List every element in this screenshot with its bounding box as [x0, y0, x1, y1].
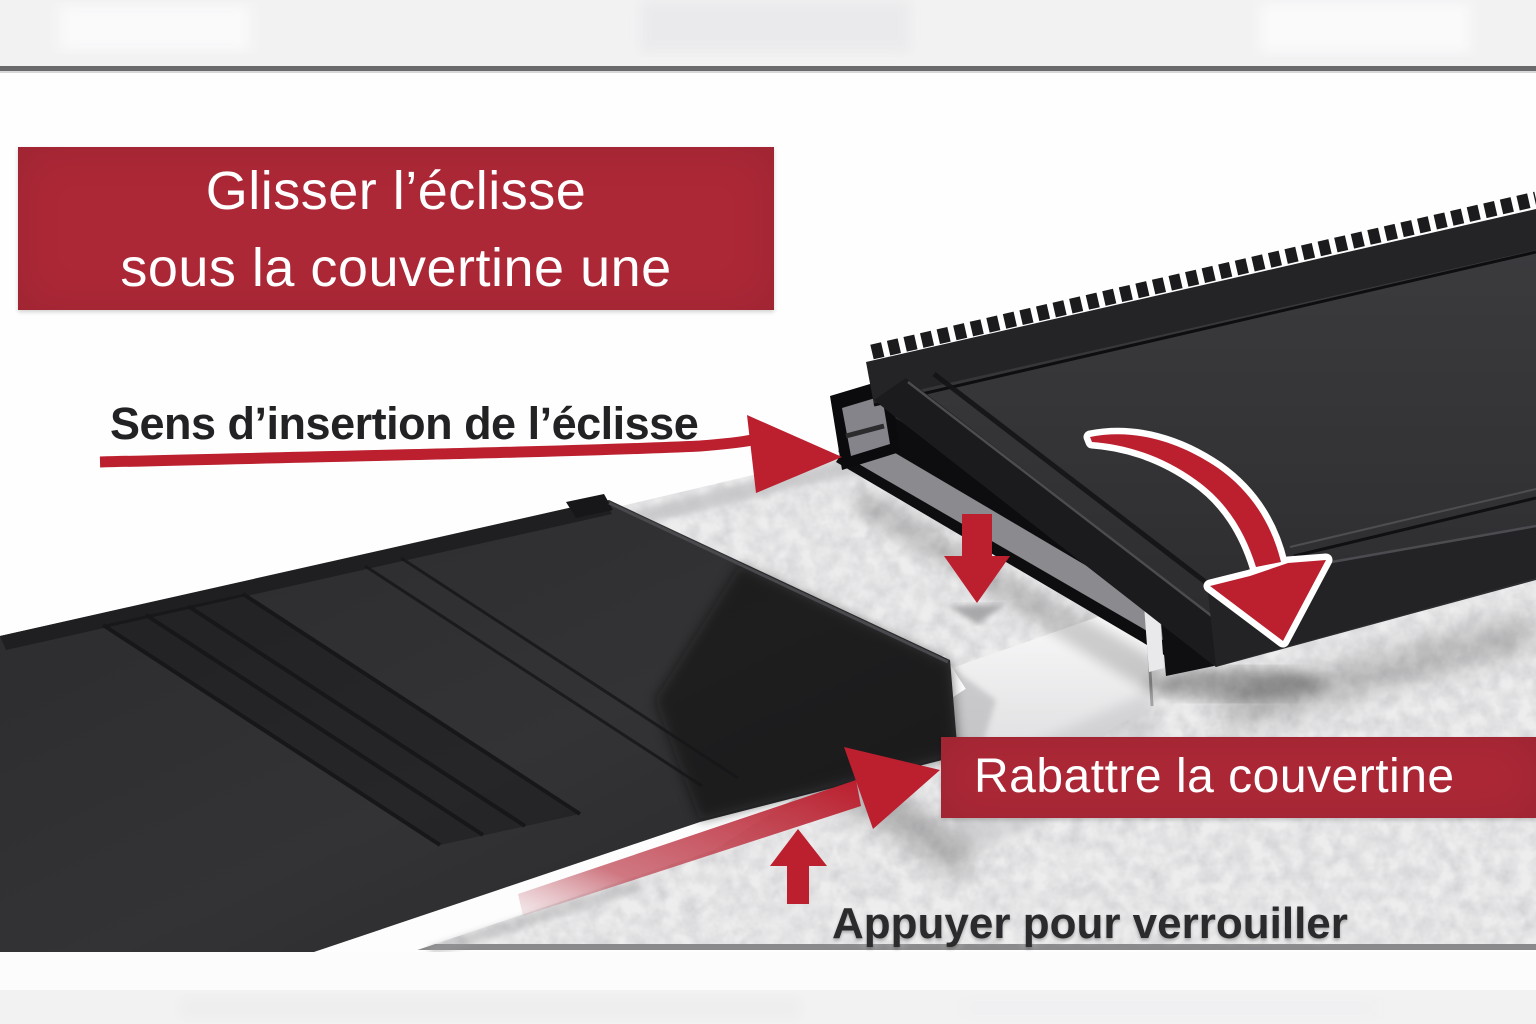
step-title-box: Glisser l’éclisse sous la couvertine une	[18, 147, 774, 310]
right-coping-back-lip	[866, 209, 1536, 405]
bottom-frame-band	[0, 952, 1536, 1024]
right-coping-left-hem	[874, 378, 1244, 667]
insertion-arrow-icon	[99, 415, 842, 493]
press-down-arrow-icon	[944, 514, 1010, 624]
push-up-arrow-icon	[770, 829, 827, 904]
wall-edge-shadow	[610, 452, 878, 532]
left-coping-back-lip	[0, 500, 612, 650]
right-coping-shadow	[1220, 612, 1536, 732]
top-frame-band	[0, 0, 1536, 73]
annotation-arrows	[99, 415, 1333, 958]
step-title-line2: sous la couvertine une	[120, 238, 672, 298]
left-coping-grooves	[101, 556, 739, 847]
splice-plate-shadow	[852, 486, 1160, 692]
serrated-edge	[870, 191, 1536, 360]
insertion-direction-label: Sens d’insertion de l’éclisse	[110, 398, 699, 449]
step-title-line1: Glisser l’éclisse	[205, 161, 587, 221]
fold-down-callout-box: Rabattre la couvertine	[941, 737, 1536, 818]
lock-direction-arrow-icon	[428, 747, 940, 958]
press-to-lock-label: Appuyer pour verrouiller	[832, 899, 1348, 948]
frame-line-top	[0, 66, 1536, 71]
frame-line-bottom	[0, 944, 1536, 950]
fold-over-arrow-icon	[1083, 427, 1333, 648]
